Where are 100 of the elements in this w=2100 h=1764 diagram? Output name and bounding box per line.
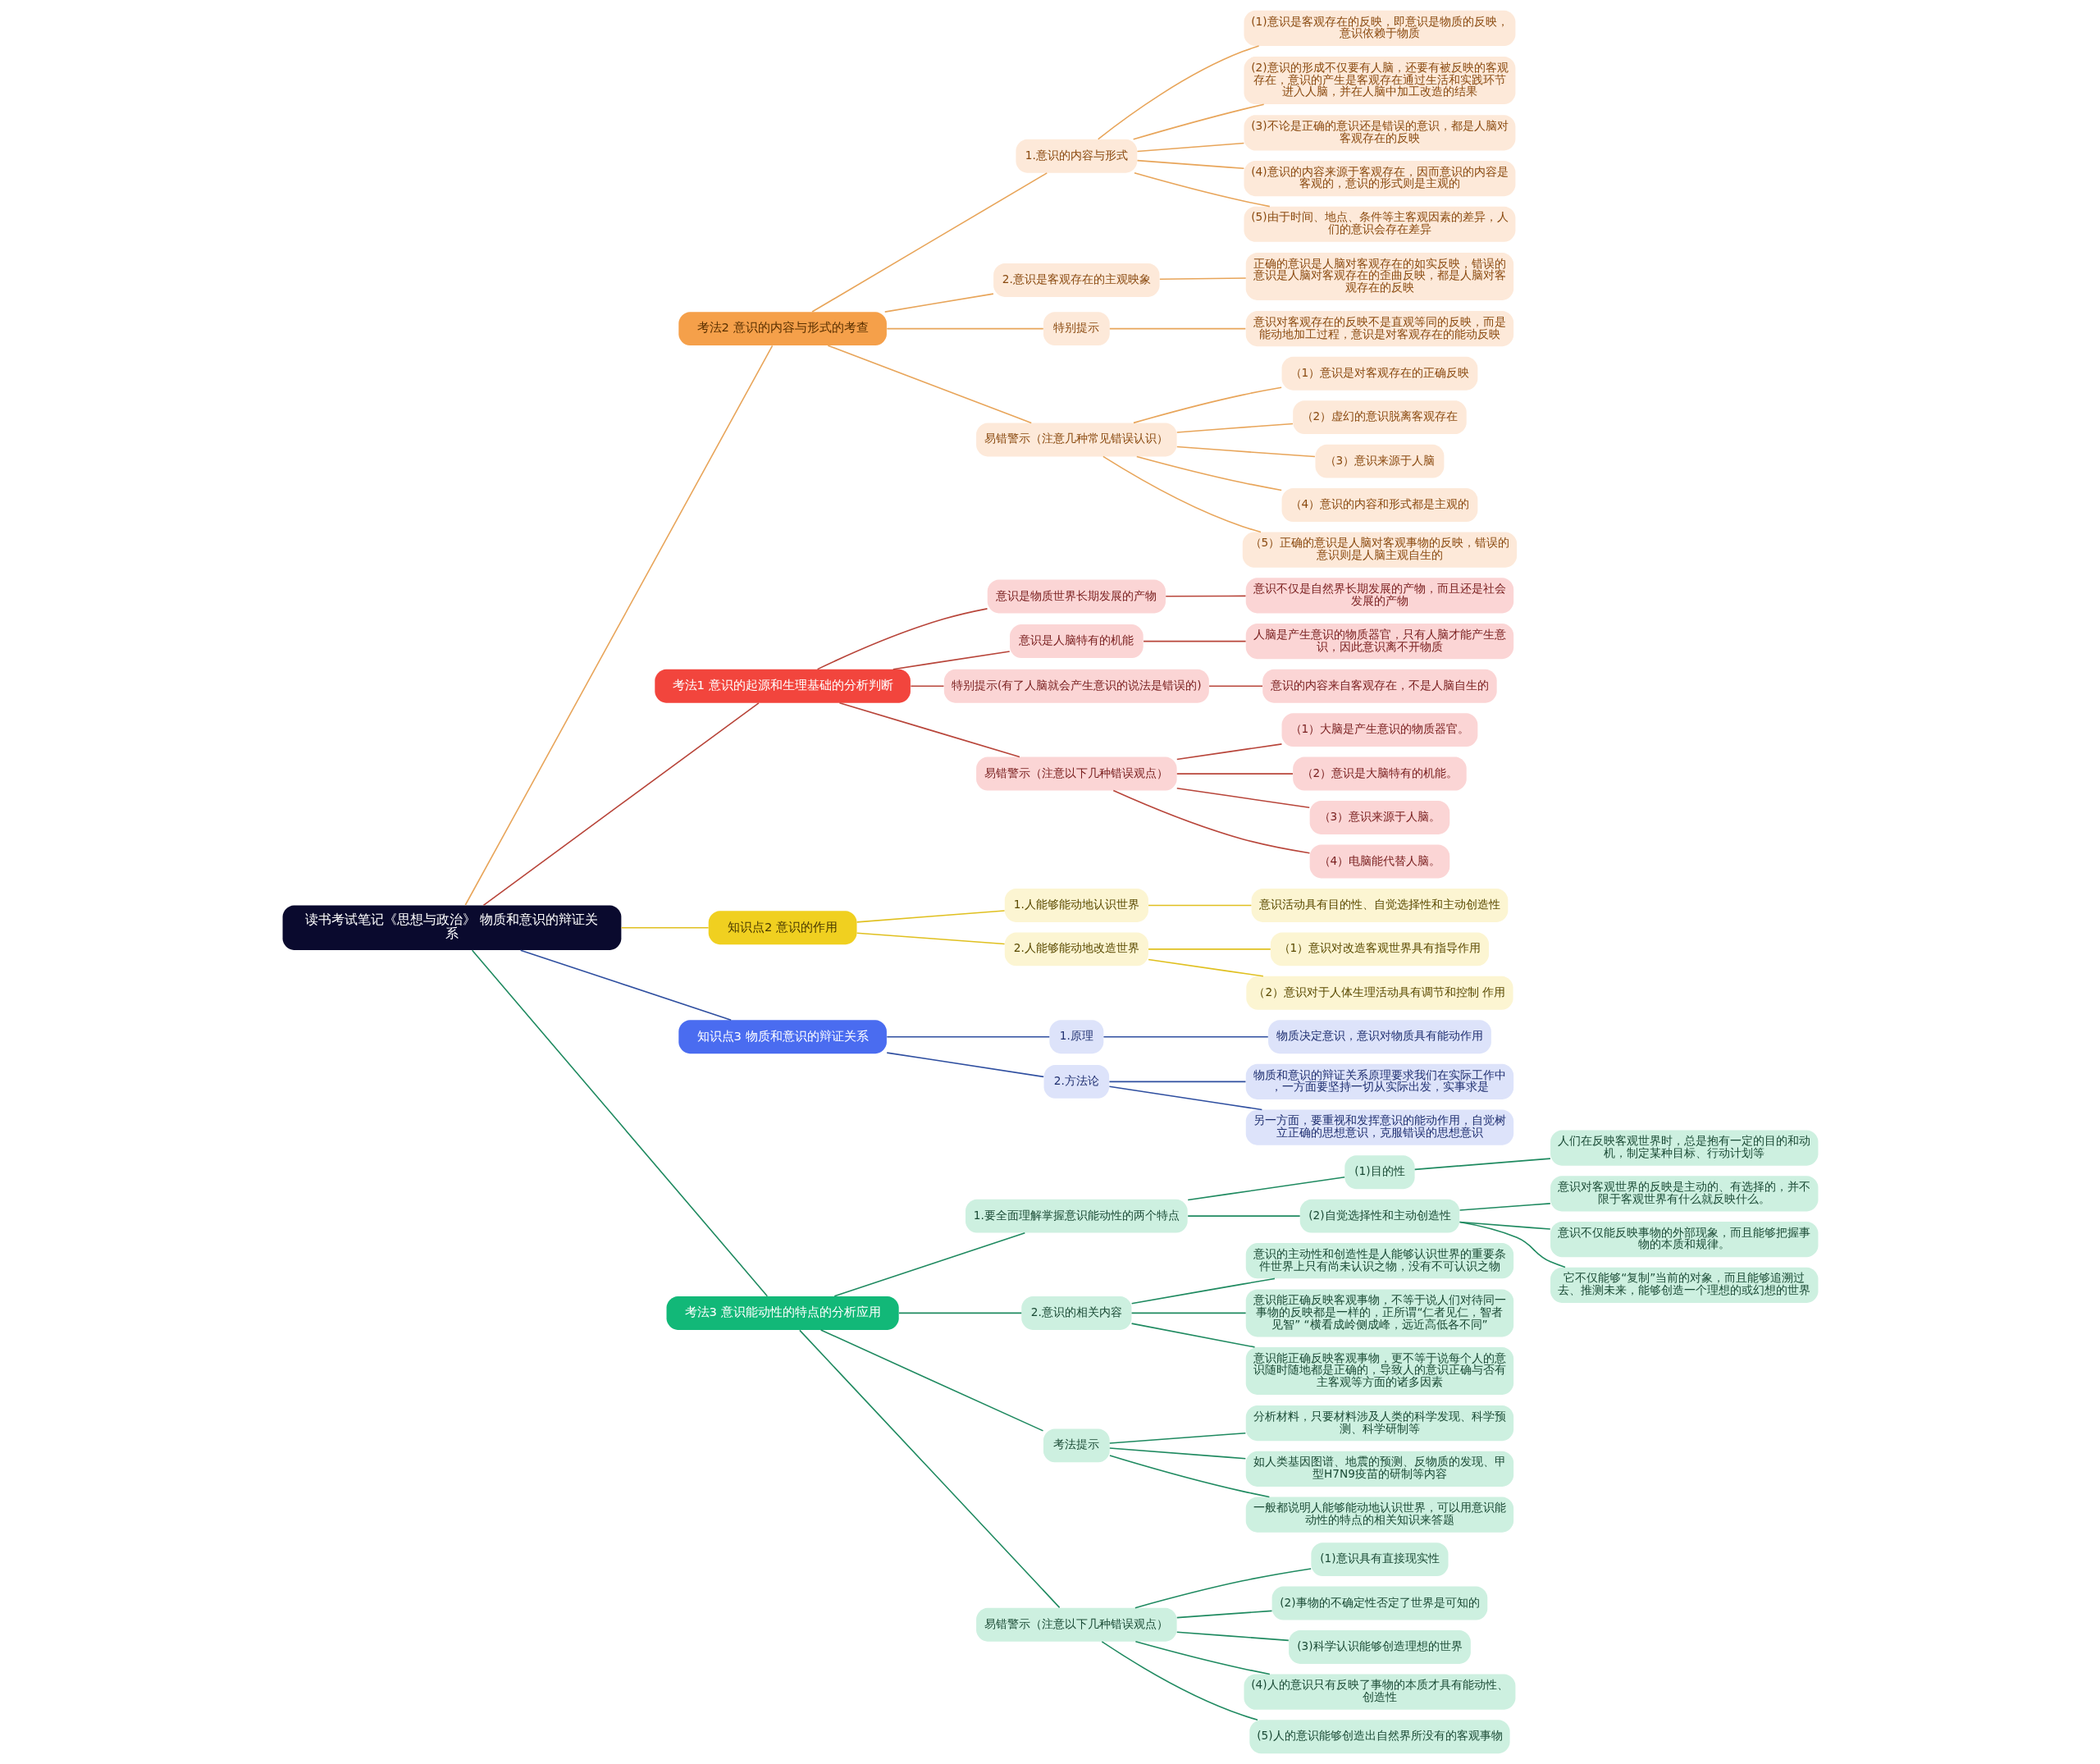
connector [1176,773,1294,775]
node-box: (1)目的性 [1344,1155,1415,1190]
connector [1176,787,1310,809]
connector [798,1329,1060,1609]
node-box: （1）意识对改造客观世界具有指导作用 [1270,932,1489,967]
connector [816,608,988,670]
node-box: （2）意识对于人体生理活动具有调节和控制 作用 [1245,976,1513,1010]
node-box: 意识活动具有目的性、自觉选择性和主动创造性 [1251,888,1508,922]
connector [1133,172,1271,208]
connector [1102,455,1262,533]
connector [810,172,1048,313]
connector [1130,1323,1255,1348]
connector [885,327,1044,330]
node-box: 特别提示(有了人脑就会产生意识的说法是错误的) [943,669,1209,703]
node-box: 知识点3 物质和意识的辩证关系 [678,1020,887,1054]
connector [892,651,1010,670]
node-box: (4)人的意识只有反映了事物的本质才具有能动性、创造性 [1244,1674,1515,1710]
connector [1108,1432,1246,1444]
node-box: (2)事物的不确定性否定了世界是可知的 [1271,1586,1487,1620]
connector [1176,743,1282,761]
node-box: 特别提示 [1043,312,1110,346]
connector [1135,455,1282,491]
node-box: 2.人能够能动地改造世界 [1004,932,1148,967]
connector [1130,1312,1246,1314]
node-box: 意识对客观存在的反映不是直观等同的反映，而是能动地加工过程，意识是对客观存在的能动反映 [1245,311,1513,347]
connector [910,685,944,687]
node-box: 一般都说明人能够能动地认识世界，可以用意识能动性的特点的相关知识来答题 [1245,1497,1513,1533]
node-box: 考法3 意识能动性的特点的分析应用 [666,1296,899,1330]
node-box: 1.要全面理解掌握意识能动性的两个特点 [965,1199,1188,1233]
node-box: 正确的意识是人脑对客观存在的如实反映，错误的意识是人脑对客观存在的歪曲反映，都是人脑对客观存在的反映 [1245,252,1513,300]
node-box: 意识不仅能反映事物的外部现象，而且能够把握事物的本质和规律。 [1550,1221,1818,1258]
node-box: 2.意识的相关内容 [1020,1296,1131,1330]
connector [838,701,1020,758]
connector [1136,142,1244,153]
node-box: 人脑是产生意识的物质器官，只有人脑才能产生意识，因此意识离不开物质 [1245,624,1513,660]
connector [1132,386,1282,424]
node-box: 2.意识是客观存在的主观映象 [993,263,1160,297]
node-box: （3）意识来源于人脑 [1315,444,1444,478]
node-box: 另一方面，要重视和发挥意识的能动作用，自觉树立正确的思想意识，克服错误的思想意识 [1245,1109,1513,1145]
connector [1176,1631,1290,1642]
node-box: (4)意识的内容来源于客观存在，因而意识的内容是客观的，意识的形式则是主观的 [1244,160,1515,197]
connector [1108,1455,1270,1498]
node-box: 意识不仅是自然界长期发展的产物，而且还是社会发展的产物 [1245,578,1513,614]
node-box: (2)意识的形成不仅要有人脑，还要有被反映的客观存在，意识的产生是客观存在通过生活和实践环节进入人脑，并在人脑中加工改造的结果 [1244,57,1515,105]
node-box: 考法1 意识的起源和生理基础的分析判断 [654,669,911,703]
node-box: (3)不论是正确的意识还是错误的意识，都是人脑对客观存在的反映 [1244,115,1515,151]
connector [1134,1640,1271,1675]
connector [897,1312,1022,1314]
node-box: 1.意识的内容与形式 [1015,139,1137,173]
connector [1101,1641,1258,1721]
node-box: (1)意识具有直接现实性 [1310,1542,1449,1577]
connector [856,910,1005,923]
node-box: 人们在反映客观世界时，总是抱有一定的目的和动机，制定某种目标、行动计划等 [1550,1130,1818,1166]
node-box: 物质决定意识，意识对物质具有能动作用 [1267,1020,1491,1054]
connector [1102,1036,1269,1038]
node-box: （1）大脑是产生意识的物质器官。 [1281,713,1477,747]
node-box: 2.方法论 [1043,1064,1109,1099]
node-box: 读书考试笔记《思想与政治》 物质和意识的辩证关系 [282,905,621,950]
node-box: 分析材料，只要材料涉及人类的科学发现、科学预测、科学研制等 [1245,1405,1513,1442]
connector [1130,1277,1276,1305]
connector [464,345,773,906]
connector [885,1052,1044,1078]
node-box: （1）意识是对客观存在的正确反映 [1281,356,1477,391]
connector [1108,1081,1246,1083]
node-box: 意识是人脑特有的机能 [1009,624,1144,659]
connector [833,1232,1025,1297]
node-box: （2）意识是大脑特有的机能。 [1292,756,1467,791]
connector [856,932,1005,945]
connector [1186,1176,1345,1201]
node-box: 意识的内容来自客观存在，不是人脑自生的 [1262,669,1497,703]
connector [1164,595,1246,597]
node-box: （3）意识来源于人脑。 [1309,801,1449,834]
node-box: (1)意识是客观存在的反映，即意识是物质的反映，意识依赖于物质 [1244,10,1515,47]
connector [1097,45,1259,140]
node-box: （4）意识的内容和形式都是主观的 [1281,488,1477,522]
connector [1147,958,1264,977]
connector [482,702,760,907]
node-box: (2)自觉选择性和主动创造性 [1299,1199,1459,1233]
connector [1132,103,1264,140]
connector [1112,789,1310,854]
node-box: 1.原理 [1048,1020,1103,1054]
connector [1413,1158,1551,1171]
connector [471,949,768,1297]
node-box: （2）虚幻的意识脱离客观存在 [1292,400,1467,435]
connector [1108,1447,1246,1460]
node-box: 意识对客观世界的反映是主动的、有选择的，并不限于客观世界有什么就反映什么。 [1550,1176,1818,1212]
connector [1134,1568,1312,1609]
node-box: 知识点2 意识的作用 [708,911,856,945]
node-box: 它不仅能够“复制”当前的对象，而且能够追溯过去、推测未来，能够创造一个理想的或幻想的世界 [1550,1267,1818,1303]
connector [1108,327,1246,330]
connector [1176,1610,1272,1619]
connector [827,345,1032,424]
node-box: 考法2 意识的内容与形式的考查 [678,312,887,346]
connector [1176,423,1294,433]
node-box: （4）电脑能代替人脑。 [1309,844,1449,879]
connector [1108,1085,1262,1111]
node-box: 如人类基因图谱、地震的预测、反物质的发现、甲型H7N9疫苗的研制等内容 [1245,1451,1513,1487]
node-box: (5)由于时间、地点、条件等主客观因素的差异，人们的意识会存在差异 [1244,206,1515,242]
connector [1158,277,1246,281]
connector [885,1036,1050,1038]
